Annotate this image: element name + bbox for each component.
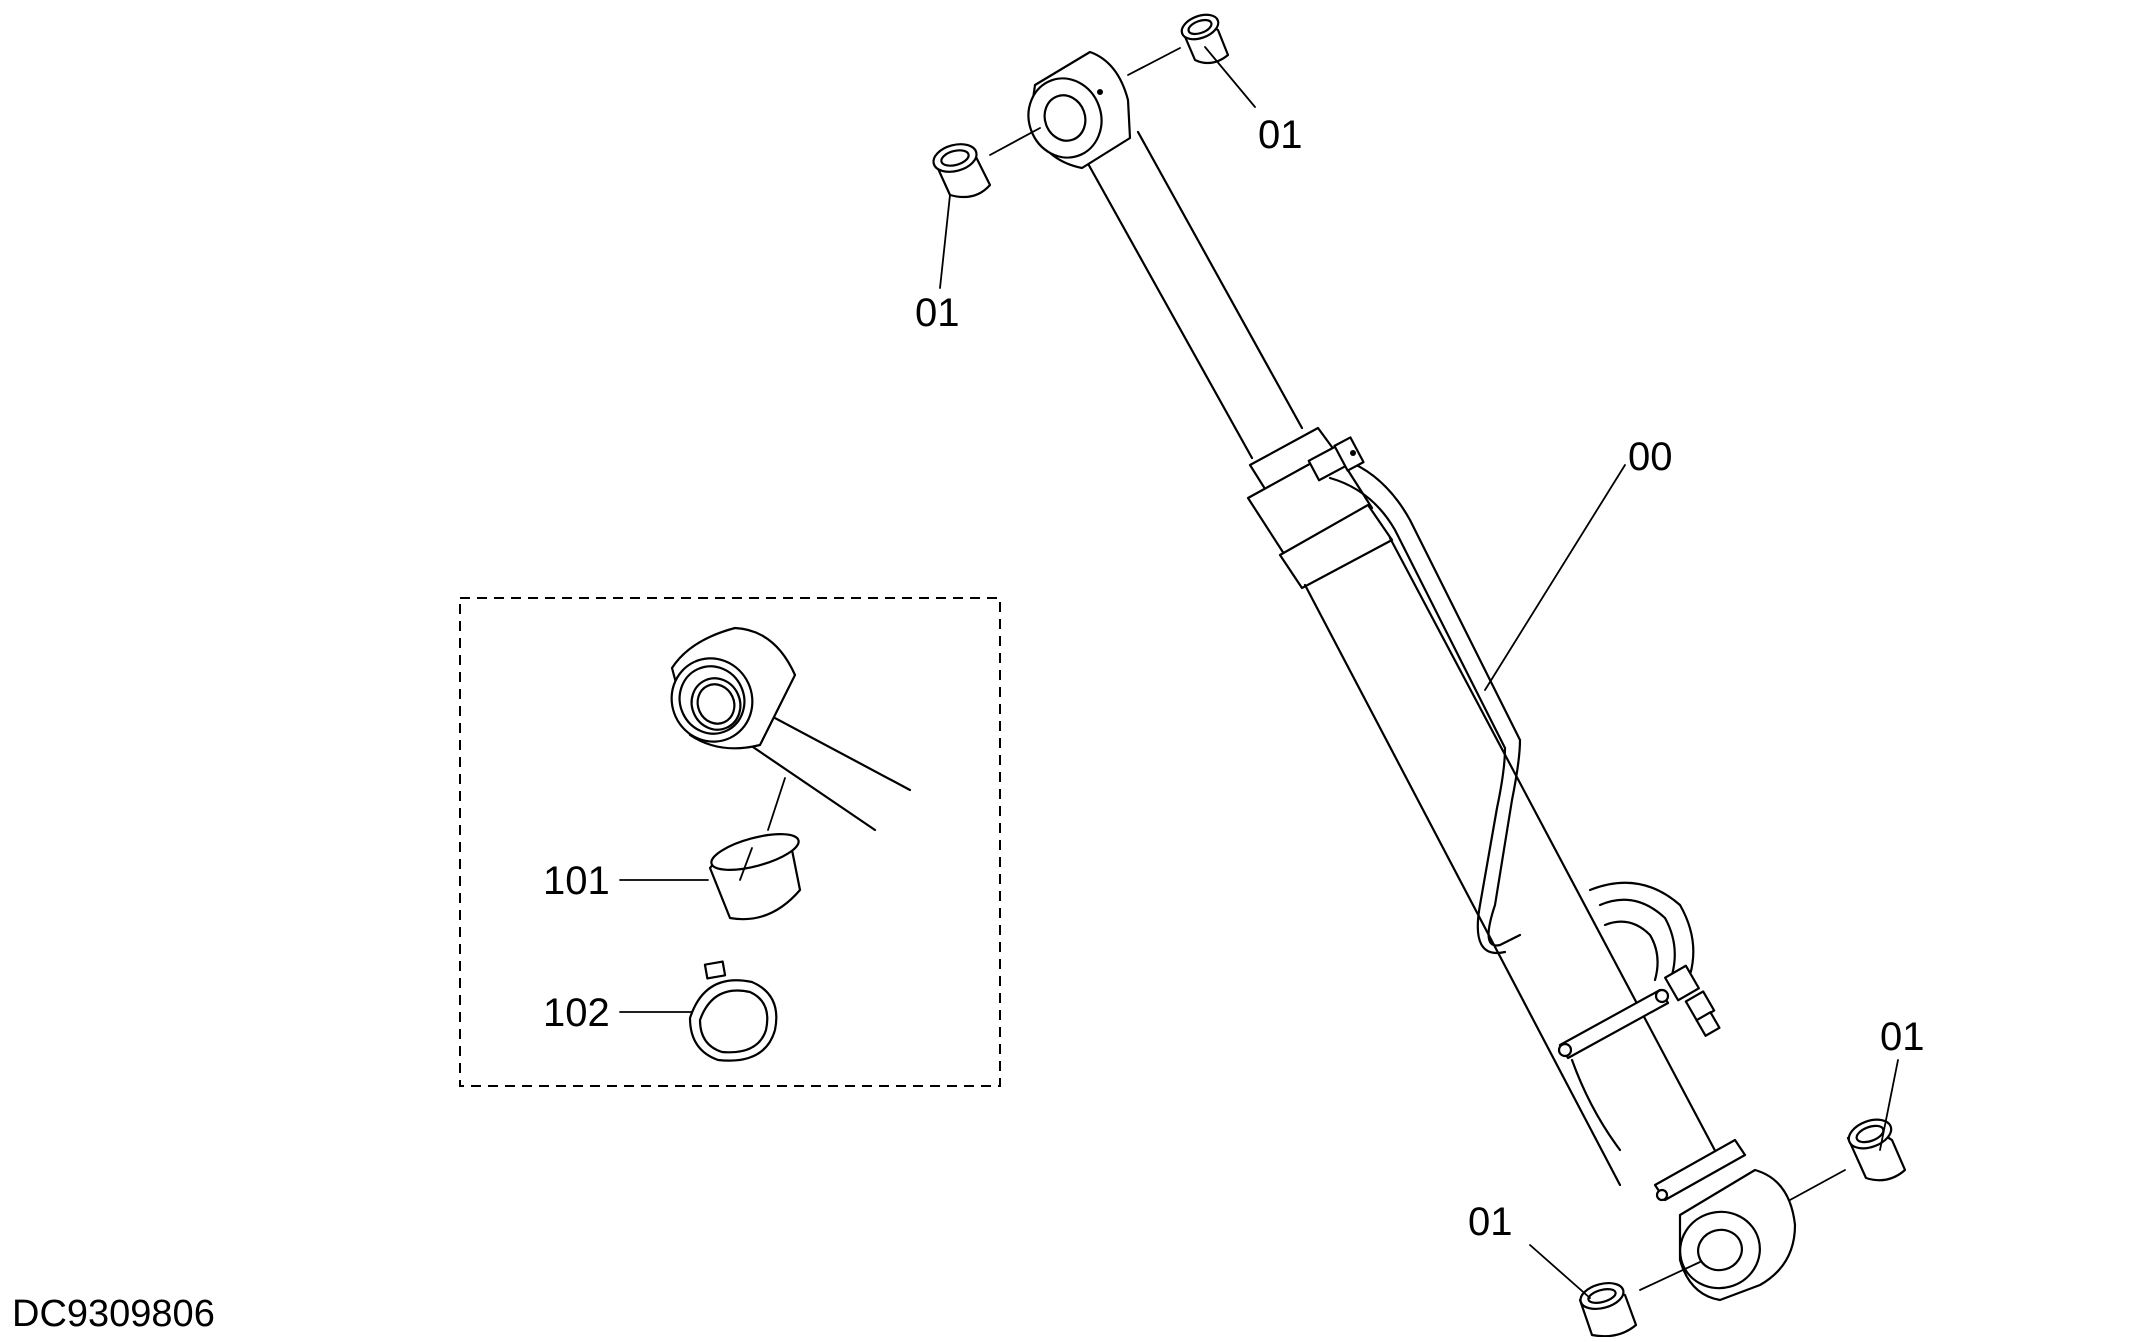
cylinder-rod — [1084, 130, 1304, 460]
pipe-clamp — [1557, 988, 1670, 1152]
port-block-top — [1307, 436, 1365, 482]
rod-end-eye — [1027, 50, 1132, 170]
bottom-hose-loop — [1588, 881, 1721, 1037]
detail-bushing-101 — [708, 833, 802, 921]
bottom-band — [1653, 1138, 1747, 1202]
callout-00-cylinder: 00 — [1628, 435, 1673, 479]
leader-lines — [619, 46, 1899, 1299]
hydraulic-cylinder — [1027, 50, 1797, 1302]
callout-01-top-right: 01 — [1258, 113, 1303, 157]
detail-box — [459, 597, 1001, 1087]
callout-01-top-left: 01 — [915, 291, 960, 335]
bushing-bottom-left — [1578, 1261, 1701, 1338]
callout-01-bottom-right: 01 — [1880, 1015, 1925, 1059]
drawing-number: DC9309806 — [12, 1293, 215, 1335]
bushing-top-right — [1127, 13, 1230, 76]
cylinder-tube — [1303, 536, 1722, 1187]
detail-rod-eye — [670, 626, 912, 832]
detail-seal-102 — [688, 960, 778, 1062]
hydraulic-pipe — [1328, 458, 1522, 955]
cylinder-head — [1246, 426, 1394, 590]
callout-labels: 01 01 00 01 01 101 102 — [543, 113, 1925, 1244]
callout-101-bushing: 101 — [543, 859, 610, 903]
bushing-top-left — [932, 127, 1041, 199]
bushing-bottom-right — [1789, 1118, 1907, 1201]
callout-01-bottom-left: 01 — [1468, 1200, 1513, 1244]
callout-102-seal: 102 — [543, 991, 610, 1035]
bottom-eye — [1678, 1168, 1797, 1302]
